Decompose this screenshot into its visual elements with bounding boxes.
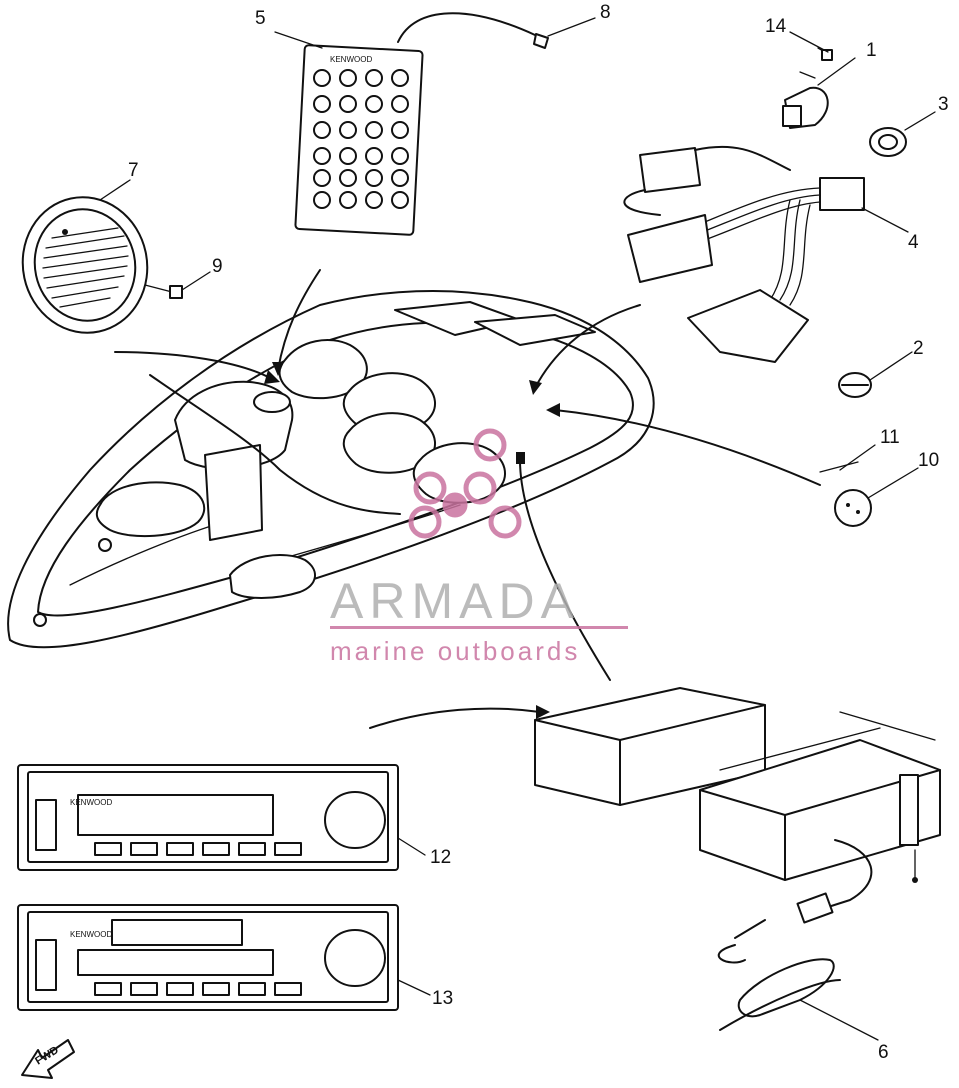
boat-hull [7, 289, 655, 649]
remote-button [313, 69, 331, 87]
callout-10: 10 [918, 450, 939, 471]
preset-button [202, 842, 230, 856]
callout-12: 12 [430, 847, 451, 868]
remote-button [365, 191, 383, 209]
screw-14 [817, 47, 833, 61]
callout-labels: 1 2 3 4 5 6 7 8 9 10 11 12 13 14 [128, 2, 949, 1063]
remote-button [391, 169, 409, 187]
hose-clamp-2 [838, 372, 872, 398]
remote-button [365, 169, 383, 187]
armada-watermark-logo: ARMADA marine outboards [330, 428, 628, 666]
speaker-grille [21, 196, 149, 334]
callout-11: 11 [880, 427, 900, 448]
remote-button [313, 169, 331, 187]
radio-chassis [699, 711, 941, 883]
preset-button [94, 982, 122, 996]
screw-11 [819, 461, 859, 473]
remote-button [339, 121, 357, 139]
wiring-harness [623, 145, 865, 363]
remote-button [313, 95, 331, 113]
preset-button [274, 982, 302, 996]
remote-button [365, 95, 383, 113]
callout-2: 2 [913, 338, 924, 359]
remote-button [339, 147, 357, 165]
cover-plate-10 [834, 489, 872, 527]
preset-button [238, 842, 266, 856]
forward-direction-arrow: FWD [21, 1039, 75, 1079]
callout-13: 13 [432, 988, 453, 1009]
remote-button [313, 147, 331, 165]
remote-button [339, 191, 357, 209]
callout-1: 1 [866, 40, 877, 61]
preset-button [238, 982, 266, 996]
preset-button [94, 842, 122, 856]
callout-7: 7 [128, 160, 139, 181]
remote-button [313, 191, 331, 209]
remote-brand-label: KENWOOD [330, 55, 372, 64]
remote-button [365, 121, 383, 139]
preset-button [202, 982, 230, 996]
remote-control: KENWOOD [294, 12, 549, 236]
remote-button [391, 69, 409, 87]
grommet-3 [869, 127, 907, 157]
preset-button [166, 842, 194, 856]
callout-leaders [99, 17, 936, 1041]
faceplate-12-brand: KENWOOD [70, 798, 112, 807]
callout-6: 6 [878, 1042, 889, 1063]
callout-14: 14 [765, 16, 787, 37]
remote-button [365, 147, 383, 165]
preset-button [166, 982, 194, 996]
callout-3: 3 [938, 94, 949, 115]
remote-button [339, 69, 357, 87]
callout-4: 4 [908, 232, 919, 253]
watermark-tagline: marine outboards [330, 636, 580, 666]
preset-button [274, 842, 302, 856]
faceplate-13-brand: KENWOOD [70, 930, 112, 939]
remote-button [339, 169, 357, 187]
remote-button [391, 147, 409, 165]
remote-button [313, 121, 331, 139]
preset-button [130, 982, 158, 996]
callout-5: 5 [255, 8, 266, 29]
callout-9: 9 [212, 256, 223, 277]
bracket-part-1 [782, 71, 829, 129]
leader-arrows [114, 269, 821, 729]
callout-8: 8 [600, 2, 611, 23]
remote-button [391, 191, 409, 209]
stereo-faceplate-12: KENWOOD [17, 764, 399, 871]
remote-button [365, 69, 383, 87]
remote-button [391, 121, 409, 139]
watermark-name: ARMADA [330, 573, 580, 629]
watermark-rule [330, 626, 628, 629]
antenna-adapter [717, 839, 873, 1031]
screw-9 [144, 284, 183, 299]
remote-button [391, 95, 409, 113]
preset-button [130, 842, 158, 856]
stereo-faceplate-13: KENWOOD [17, 904, 399, 1011]
remote-button [339, 95, 357, 113]
